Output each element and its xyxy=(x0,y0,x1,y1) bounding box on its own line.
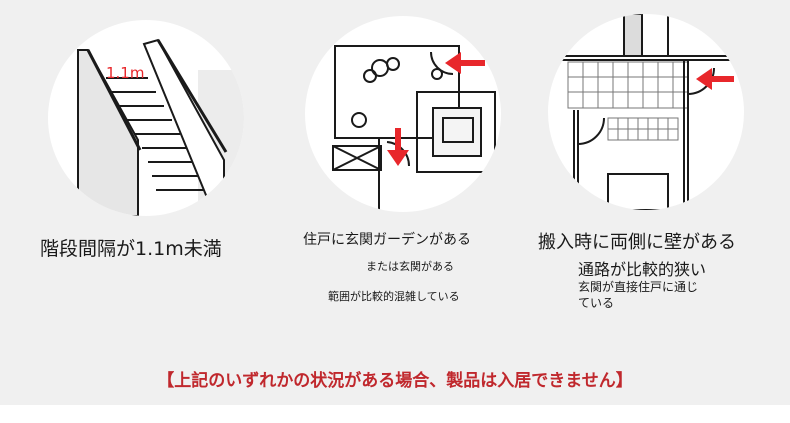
card2-caption: 住戸に玄関ガーデンがある xyxy=(303,232,471,248)
footer-notice: 【上記のいずれかの状況がある場合、製品は入居できません】 xyxy=(157,371,633,391)
measure-label: 1.1m xyxy=(106,64,145,82)
card3-line3: 玄関が直接住戸に通じ xyxy=(578,280,699,294)
card3-line4: ている xyxy=(578,296,615,310)
card2-line3: 範囲が比較的混雑している xyxy=(328,290,460,303)
corridor-illustration xyxy=(548,14,744,210)
card1-caption: 階段間隔が1.1m未満 xyxy=(40,238,222,260)
stairs-illustration: 1.1m xyxy=(48,20,244,216)
card3-caption: 搬入時に両側に壁がある xyxy=(538,232,736,253)
card3-line2: 通路が比較的狭い xyxy=(578,260,707,279)
card2-line2: または玄関がある xyxy=(366,260,454,273)
entrance-garden-illustration xyxy=(305,16,501,212)
